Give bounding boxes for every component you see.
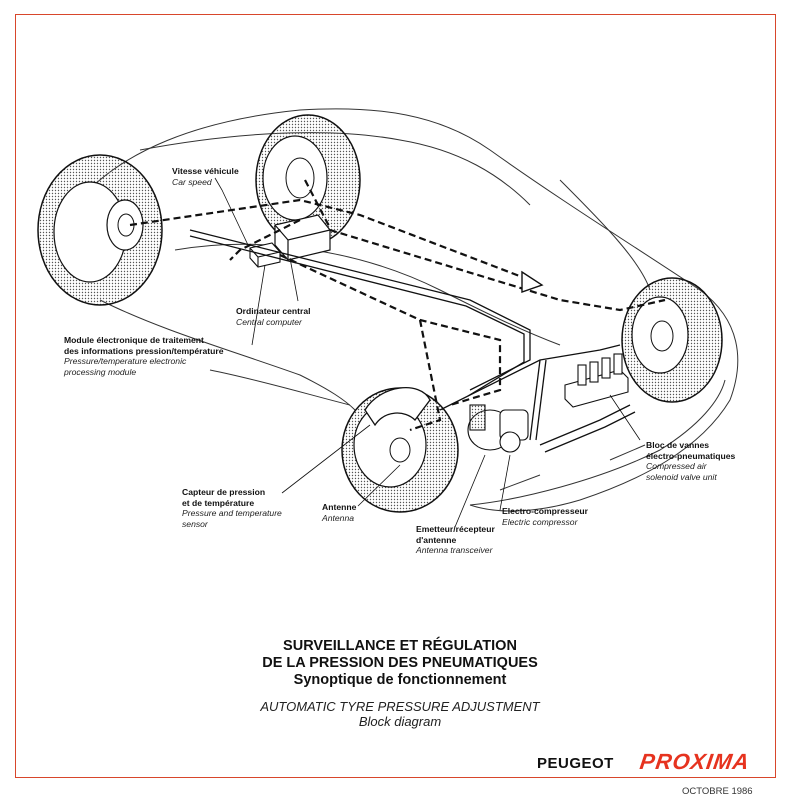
label-central-computer: Ordinateur central Central computer bbox=[236, 306, 311, 327]
label-antenna-fr: Antenne bbox=[322, 502, 357, 512]
label-electric-compressor-en: Electric compressor bbox=[502, 516, 578, 527]
title-en-line2: Block diagram bbox=[358, 714, 442, 729]
label-processing-module-en1: Pressure/temperature electronic bbox=[64, 356, 187, 366]
title-en-line1: AUTOMATIC TYRE PRESSURE ADJUSTMENT bbox=[260, 699, 540, 714]
wheel-rear-right bbox=[621, 277, 723, 403]
electric-compressor bbox=[467, 404, 529, 453]
label-antenna-en: Antenna bbox=[322, 512, 355, 523]
label-solenoid-valve-unit-en2: solenoid valve unit bbox=[646, 471, 717, 482]
electrical-wiring bbox=[129, 179, 666, 432]
label-pressure-sensor-fr2: et de température bbox=[182, 497, 255, 508]
label-electric-compressor: Electro-compresseur Electric compressor bbox=[502, 506, 588, 527]
brand-proxima-logo: PROXIMA bbox=[638, 749, 752, 774]
label-car-speed-en: Car speed bbox=[172, 176, 212, 187]
footer-date: OCTOBRE 1986 bbox=[682, 786, 753, 797]
label-pressure-sensor-en1: Pressure and temperature bbox=[182, 508, 282, 518]
label-central-computer-fr: Ordinateur central bbox=[236, 306, 311, 316]
page-border bbox=[15, 14, 776, 778]
air-pipes bbox=[189, 229, 636, 453]
label-solenoid-valve-unit-fr1: Bloc de vannes bbox=[646, 440, 710, 450]
wheel-front-right bbox=[255, 114, 361, 246]
brand-peugeot: PEUGEOT bbox=[537, 755, 614, 772]
label-antenna-transceiver-fr2: d'antenne bbox=[416, 534, 457, 545]
label-solenoid-valve-unit-fr2: électro-pneumatiques bbox=[646, 450, 736, 461]
label-antenna: Antenne Antenna bbox=[322, 502, 356, 523]
label-processing-module: Module électronique de traitement des in… bbox=[64, 335, 224, 377]
wheel-front-left bbox=[37, 154, 163, 306]
wiring-arrowhead bbox=[521, 270, 544, 293]
title-block: SURVEILLANCE ET RÉGULATION DE LA PRESSIO… bbox=[0, 638, 800, 729]
label-car-speed-fr: Vitesse véhicule bbox=[172, 166, 239, 176]
label-pressure-sensor-fr1: Capteur de pression bbox=[182, 487, 266, 497]
label-solenoid-valve-unit: Bloc de vannes électro-pneumatiques Comp… bbox=[646, 440, 735, 482]
label-pressure-sensor-en2: sensor bbox=[182, 518, 208, 529]
label-antenna-transceiver: Emetteur/récepteur d'antenne Antenna tra… bbox=[416, 524, 495, 556]
label-antenna-transceiver-fr1: Emetteur/récepteur bbox=[416, 524, 495, 534]
leader-lines bbox=[214, 177, 641, 528]
label-processing-module-fr2: des informations pression/température bbox=[64, 345, 224, 356]
label-pressure-sensor: Capteur de pression et de température Pr… bbox=[182, 487, 282, 529]
title-fr-line1: SURVEILLANCE ET RÉGULATION bbox=[283, 638, 517, 654]
label-electric-compressor-fr: Electro-compresseur bbox=[502, 506, 588, 516]
title-fr-line3: Synoptique de fonctionnement bbox=[293, 672, 507, 688]
wheel-rear-left bbox=[341, 387, 459, 513]
label-car-speed: Vitesse véhicule Car speed bbox=[172, 166, 239, 187]
label-solenoid-valve-unit-en1: Compressed air bbox=[646, 461, 707, 471]
label-central-computer-en: Central computer bbox=[236, 316, 302, 327]
label-processing-module-fr1: Module électronique de traitement bbox=[64, 335, 204, 345]
title-fr-line2: DE LA PRESSION DES PNEUMATIQUES bbox=[262, 655, 538, 671]
label-antenna-transceiver-en: Antenna transceiver bbox=[416, 545, 493, 555]
label-processing-module-en2: processing module bbox=[64, 366, 137, 377]
solenoid-valve-unit bbox=[564, 353, 629, 408]
